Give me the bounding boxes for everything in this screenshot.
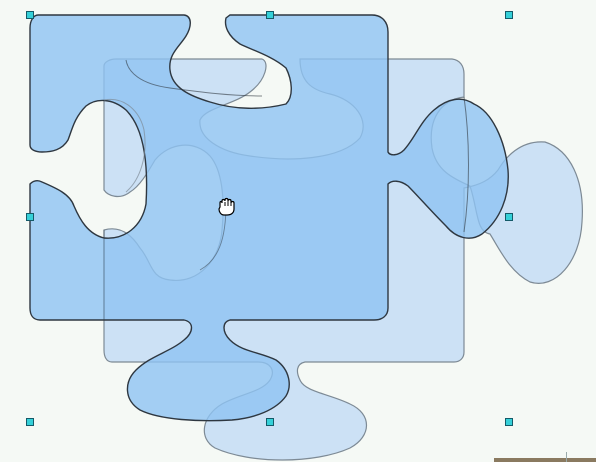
selection-handle-middle-left[interactable] — [26, 213, 34, 221]
selection-handle-bottom-middle[interactable] — [266, 418, 274, 426]
selection-handle-top-middle[interactable] — [266, 11, 274, 19]
grab-hand-icon — [216, 197, 238, 217]
selection-handle-middle-right[interactable] — [505, 213, 513, 221]
window-corner-tick — [566, 452, 567, 462]
selection-handle-top-left[interactable] — [26, 11, 34, 19]
selection-handle-bottom-left[interactable] — [26, 418, 34, 426]
window-corner-edge — [494, 458, 596, 462]
selection-handle-top-right[interactable] — [505, 11, 513, 19]
selection-handle-bottom-right[interactable] — [505, 418, 513, 426]
